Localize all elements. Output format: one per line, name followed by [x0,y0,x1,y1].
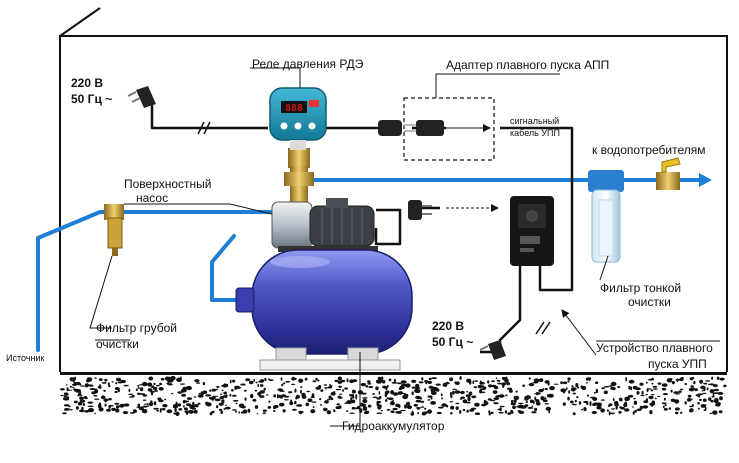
brass-fitting [284,166,314,206]
upp-pointer-arrow [561,309,597,356]
hydro-accumulator [235,249,413,371]
plug-pump-icon [408,200,432,220]
fine-filter-label-1: Фильтр тонкой [600,281,682,295]
adapter-plug-icon [378,120,444,136]
coarse-filter [104,204,124,256]
plug-left-icon [127,86,156,108]
adapter-box [403,97,495,161]
signal-cable-label-1: сигнальный [510,116,560,126]
soft-start-label-1: Устройство плавного [596,341,713,355]
leader-lines [89,67,720,427]
coarse-filter-label-2: очистки [96,337,139,351]
fine-filter-label-2: очистки [628,295,671,309]
coarse-filter-label-1: Фильтр грубой [96,321,177,335]
pump-label-1: Поверхностный [124,177,212,191]
break-marks [197,121,551,335]
ground [60,372,727,416]
soft-start-label-2: пуска УПП [648,357,707,371]
water-pipes [36,178,702,352]
pressure-relay: 888 [269,87,327,168]
house-outline [59,7,728,372]
surface-pump [271,198,378,252]
pump-label-2: насос [136,191,169,205]
soft-start-device [510,196,554,266]
ball-valve [656,157,681,190]
fine-filter [588,170,624,263]
source-label: Источник [6,353,45,363]
signal-cable-label-2: кабель УПП [510,128,560,138]
power-right-voltage: 220 В [432,319,465,333]
relay-display: 888 [285,103,303,114]
plug-right-icon [479,340,506,360]
power-left-frequency: 50 Гц ~ [71,92,113,106]
adapter-label: Адаптер плавного пуска АПП [446,58,610,72]
consumer-arrow [699,173,712,187]
accumulator-label: Гидроаккумулятор [342,419,445,433]
power-left-voltage: 220 В [71,76,104,90]
consumers-label: к водопотребителям [592,143,706,157]
relay-label: Реле давления РДЭ [252,57,364,71]
power-right-frequency: 50 Гц ~ [432,335,474,349]
